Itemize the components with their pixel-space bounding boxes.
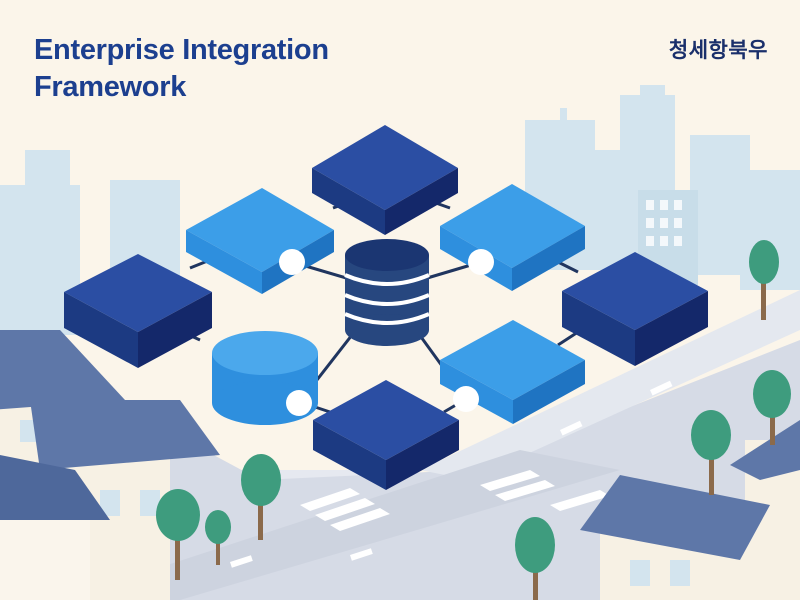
node-dots [279,249,494,416]
house-right-top [730,420,800,540]
node-dot [468,249,494,275]
tree-bottom-center [515,517,555,600]
cylinder-lower-left [212,331,318,425]
tree-left-c [205,510,231,565]
brand-name: 청세항북우 [668,38,768,62]
block-top [312,125,458,235]
tree-left-a [241,454,281,540]
block-bottom [313,380,459,490]
tree-right-lower [691,410,731,495]
house-left-bottom [0,455,110,600]
block-right [562,252,708,366]
tree-right-middle [753,370,791,445]
database-icon [344,239,430,346]
block-left [64,254,212,368]
background-skyline [0,85,800,335]
node-dot [286,390,312,416]
tree-right-top [749,240,779,320]
house-right-bottom [580,475,800,600]
title-line-1: Enterprise Integration [34,34,329,66]
title-line-2: Framework [34,71,187,103]
block-upper-left [186,188,334,294]
tree-left-b [156,489,200,580]
page-title: Enterprise Integration Framework [34,32,329,106]
node-dot [279,249,305,275]
node-dot [453,386,479,412]
